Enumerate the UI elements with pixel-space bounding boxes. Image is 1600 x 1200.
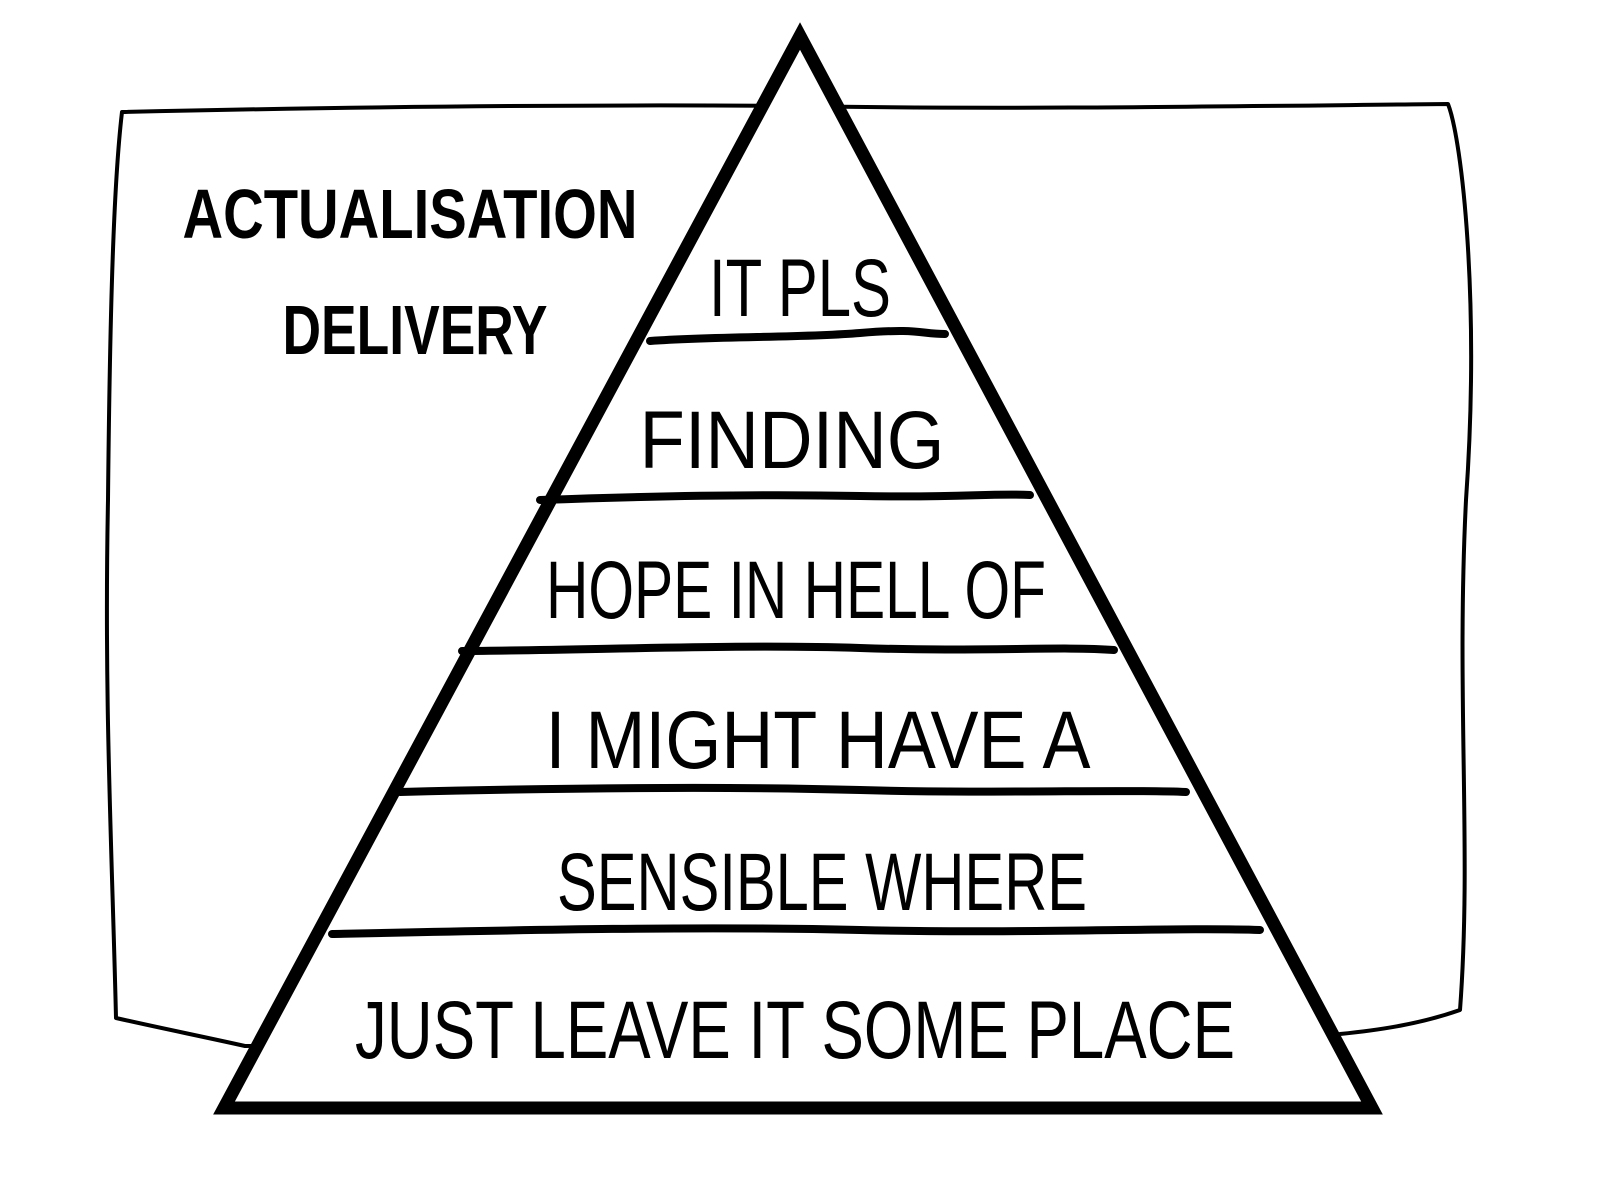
tier-label-3: HOPE IN HELL OF [546,545,1046,636]
tier-label-6: JUST LEAVE IT SOME PLACE [355,985,1235,1076]
tier-label-2: FINDING [640,395,945,486]
tier-divider-5 [328,924,1264,938]
tier-divider-4 [396,783,1190,796]
pyramid-outline [213,22,1383,1115]
tier-divider-3 [458,642,1118,655]
corner-label-line-2: DELIVERY [283,291,548,369]
tier-divider-1 [646,327,949,345]
corner-label-line-1: ACTUALISATION [183,175,638,253]
tier-label-4: I MIGHT HAVE A [546,695,1091,786]
tier-label-1: IT PLS [709,243,891,334]
tier-label-5: SENSIBLE WHERE [557,837,1087,928]
tier-divider-2 [536,490,1034,504]
